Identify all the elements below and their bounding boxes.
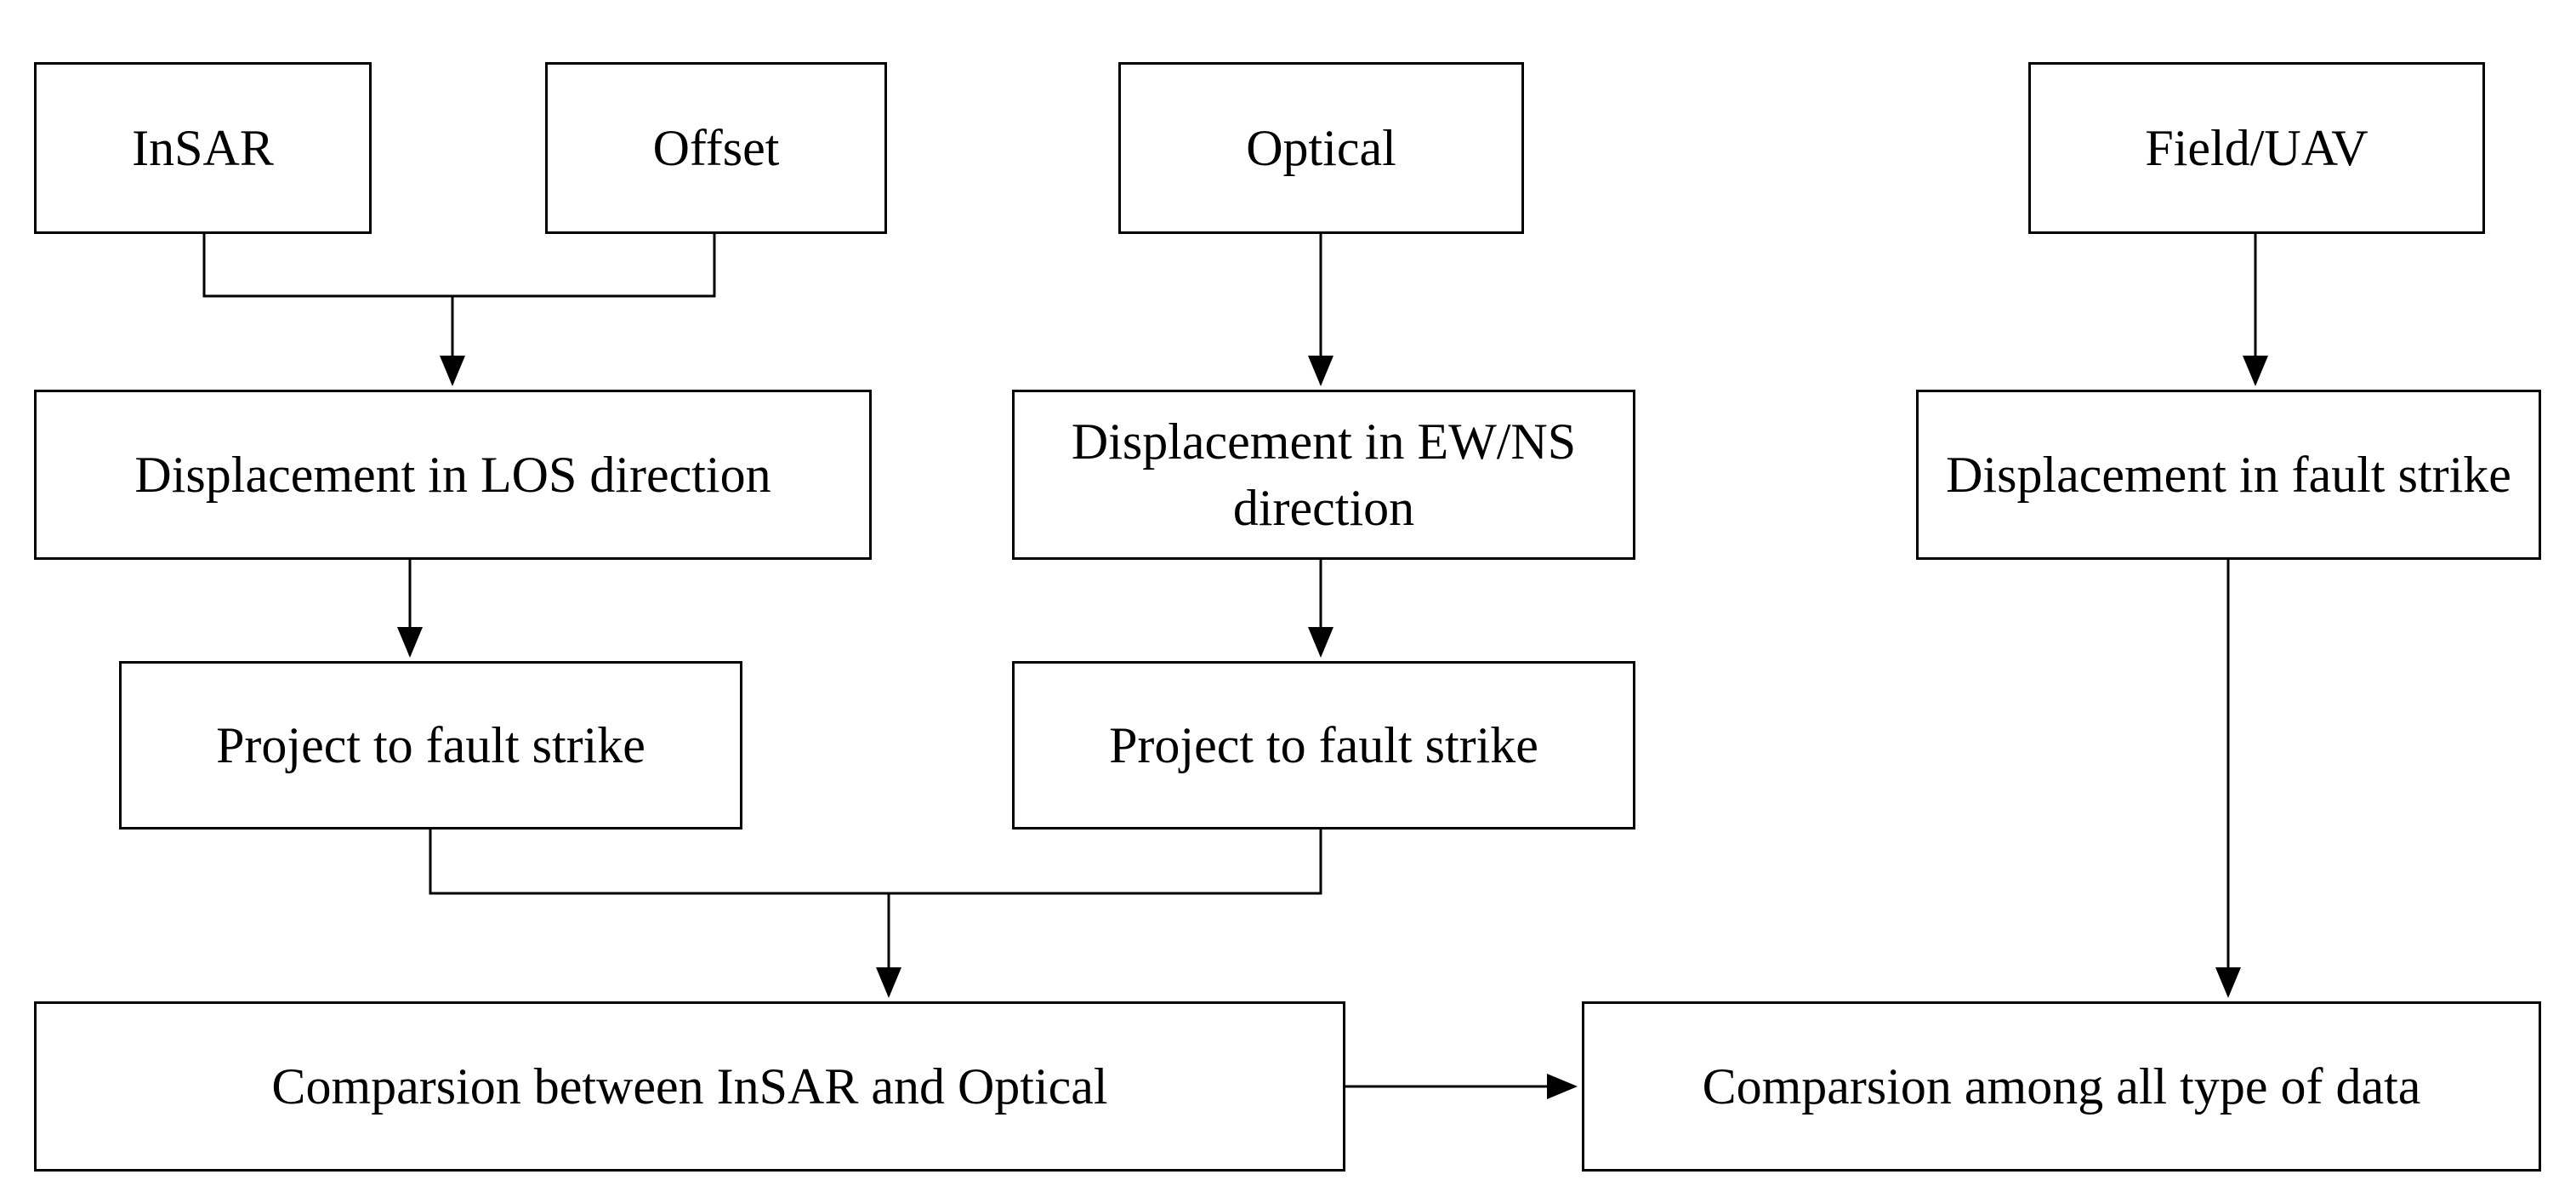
node-displacement-los: Displacement in LOS direction — [34, 390, 872, 560]
node-optical-label: Optical — [1246, 120, 1396, 176]
connector-insar-offset-merge — [202, 234, 716, 298]
node-project-right: Project to fault strike — [1012, 661, 1635, 830]
node-project-left-label: Project to fault strike — [216, 717, 645, 773]
node-compare-all: Comparsion among all type of data — [1582, 1001, 2541, 1172]
node-compare-all-label: Comparsion among all type of data — [1702, 1058, 2421, 1115]
node-insar: InSAR — [34, 62, 372, 234]
node-compare-insar-optical: Comparsion between InSAR and Optical — [34, 1001, 1345, 1172]
node-compare-insar-optical-label: Comparsion between InSAR and Optical — [271, 1058, 1108, 1115]
node-displacement-fault-strike: Displacement in fault strike — [1916, 390, 2541, 560]
node-field-uav-label: Field/UAV — [2145, 120, 2368, 176]
node-displacement-fault-strike-label: Displacement in fault strike — [1946, 447, 2511, 503]
node-optical: Optical — [1118, 62, 1524, 234]
node-field-uav: Field/UAV — [2028, 62, 2485, 234]
node-displacement-ewns-label: Displacement in EW/NS direction — [1071, 413, 1577, 536]
node-project-left: Project to fault strike — [119, 661, 742, 830]
node-offset-label: Offset — [652, 120, 780, 176]
node-offset: Offset — [545, 62, 887, 234]
node-displacement-los-label: Displacement in LOS direction — [134, 447, 771, 503]
node-displacement-ewns: Displacement in EW/NS direction — [1012, 390, 1635, 560]
node-insar-label: InSAR — [132, 120, 274, 176]
connector-projects-merge — [429, 830, 1322, 895]
node-project-right-label: Project to fault strike — [1109, 717, 1538, 773]
